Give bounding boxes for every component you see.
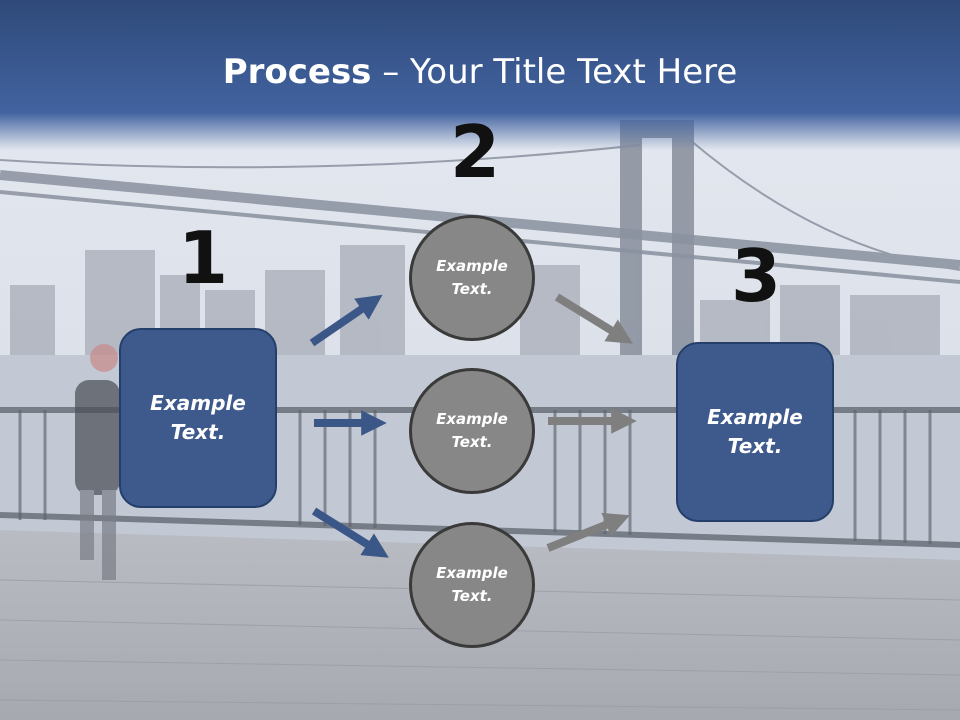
step-number-2: 2 — [450, 110, 501, 194]
slide-title: Process – Your Title Text Here — [0, 52, 960, 92]
step-3-box: Example Text. — [676, 342, 834, 522]
step-1-box: Example Text. — [119, 328, 277, 508]
step-number-1: 1 — [178, 216, 229, 300]
step-2-circle-middle: Example Text. — [409, 368, 535, 494]
step-2-circle-bottom: Example Text. — [409, 522, 535, 648]
step-2-circle-top: Example Text. — [409, 215, 535, 341]
title-band — [0, 0, 960, 150]
title-rest: – Your Title Text Here — [371, 52, 738, 92]
arrow-to-circle-3 — [311, 507, 389, 558]
arrow-from-circle-3 — [546, 512, 630, 552]
arrow-to-circle-1 — [309, 294, 383, 347]
arrow-from-circle-1 — [554, 293, 633, 344]
step-number-3: 3 — [731, 234, 782, 318]
title-bold: Process — [222, 52, 372, 92]
